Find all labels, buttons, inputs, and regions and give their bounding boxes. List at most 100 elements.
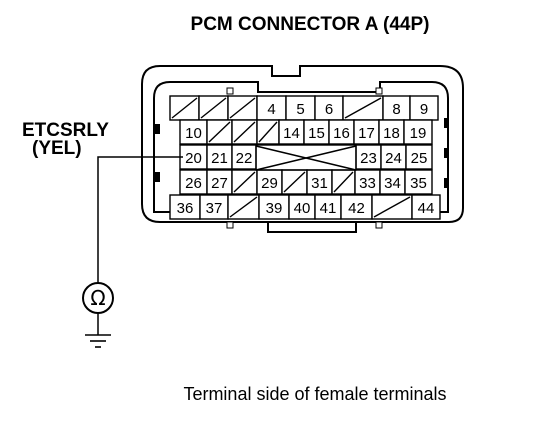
terminal-label: 44: [418, 200, 435, 217]
terminal-label: 17: [358, 125, 375, 142]
terminal-33: 33: [354, 169, 381, 195]
unused-slash: [283, 171, 306, 193]
terminal-9: 9: [409, 95, 439, 121]
caption: Terminal side of female terminals: [183, 384, 446, 404]
terminal-27: 27: [206, 169, 233, 195]
terminal-4: 4: [256, 95, 287, 121]
terminal-22: 22: [231, 144, 257, 170]
terminal-unused: [169, 95, 200, 121]
terminal-label: 14: [283, 125, 300, 142]
terminal-label: 22: [236, 150, 253, 167]
terminal-label: 26: [185, 175, 202, 192]
terminal-label: 42: [348, 200, 365, 217]
unused-slash: [233, 121, 256, 143]
terminal-label: 18: [383, 125, 400, 142]
terminal-10: 10: [179, 119, 208, 145]
terminal-17: 17: [353, 119, 380, 145]
unused-slash: [229, 196, 258, 218]
blocked-region-box: [255, 144, 357, 171]
terminal-label: 39: [266, 200, 283, 217]
terminal-unused: [206, 119, 233, 145]
terminal-unused: [371, 194, 413, 220]
terminal-41: 41: [314, 194, 342, 220]
terminal-label: 5: [296, 101, 304, 118]
ground-icon: [85, 334, 111, 348]
terminal-label: 15: [308, 125, 325, 142]
unused-slash: [333, 171, 354, 193]
terminal-25: 25: [405, 144, 433, 170]
terminal-18: 18: [378, 119, 405, 145]
connector-housing: [141, 65, 464, 233]
terminal-29: 29: [256, 169, 283, 195]
terminal-label: 25: [411, 150, 428, 167]
terminal-label: 27: [211, 175, 228, 192]
terminal-unused: [227, 95, 258, 121]
terminal-unused: [227, 194, 260, 220]
terminal-6: 6: [314, 95, 344, 121]
terminal-label: 33: [359, 175, 376, 192]
terminal-39: 39: [258, 194, 290, 220]
wire-color-label: (YEL): [32, 138, 82, 159]
unused-slash: [208, 121, 231, 143]
terminal-15: 15: [303, 119, 330, 145]
terminal-unused: [231, 119, 258, 145]
terminal-31: 31: [306, 169, 333, 195]
terminal-8: 8: [382, 95, 411, 121]
terminal-unused: [256, 119, 280, 145]
terminal-21: 21: [206, 144, 233, 170]
terminal-14: 14: [278, 119, 305, 145]
terminal-unused: [281, 169, 308, 195]
terminal-label: 31: [311, 175, 328, 192]
wire-name-label: ETCSRLY: [22, 120, 109, 141]
ohmmeter-symbol: Ω: [90, 286, 105, 310]
terminal-19: 19: [403, 119, 433, 145]
terminal-label: 37: [206, 200, 223, 217]
probe-wire: [97, 156, 183, 335]
terminal-42: 42: [340, 194, 373, 220]
terminal-label: 23: [360, 150, 377, 167]
unused-slash: [229, 97, 256, 119]
terminal-label: 36: [177, 200, 194, 217]
unused-slash: [373, 196, 411, 218]
terminal-unused: [231, 169, 258, 195]
unused-slash: [344, 97, 382, 119]
terminal-34: 34: [379, 169, 406, 195]
terminal-label: 10: [185, 125, 202, 142]
terminal-26: 26: [179, 169, 208, 195]
unused-slash: [258, 121, 278, 143]
terminal-unused: [198, 95, 229, 121]
terminal-label: 9: [420, 101, 428, 118]
terminal-20: 20: [179, 144, 208, 170]
unused-slash: [200, 97, 227, 119]
unused-slash: [171, 97, 198, 119]
terminal-label: 24: [385, 150, 402, 167]
terminal-label: 4: [267, 101, 275, 118]
terminal-label: 21: [211, 150, 228, 167]
ohmmeter-icon: Ω: [82, 282, 114, 314]
terminal-40: 40: [288, 194, 316, 220]
diagram-title: PCM CONNECTOR A (44P): [191, 14, 430, 35]
terminal-5: 5: [285, 95, 316, 121]
terminal-label: 19: [410, 125, 427, 142]
terminal-label: 40: [294, 200, 311, 217]
terminal-24: 24: [380, 144, 407, 170]
terminal-grid: 4 5 6 8 9 10 14 15 16 17 18 19 20 21 22 23 24 25 26 27 29 31 3…: [169, 95, 441, 220]
terminal-44: 44: [411, 194, 441, 220]
terminal-label: 20: [185, 150, 202, 167]
terminal-label: 35: [410, 175, 427, 192]
terminal-label: 34: [384, 175, 401, 192]
terminal-label: 29: [261, 175, 278, 192]
terminal-label: 6: [325, 101, 333, 118]
terminal-label: 8: [392, 101, 400, 118]
terminal-16: 16: [328, 119, 355, 145]
terminal-unused: [331, 169, 356, 195]
terminal-label: 41: [320, 200, 337, 217]
terminal-36: 36: [169, 194, 201, 220]
terminal-37: 37: [199, 194, 229, 220]
terminal-label: 16: [333, 125, 350, 142]
terminal-35: 35: [404, 169, 433, 195]
blocked-region-cross: [255, 145, 357, 171]
unused-slash: [233, 171, 256, 193]
terminal-23: 23: [355, 144, 382, 170]
